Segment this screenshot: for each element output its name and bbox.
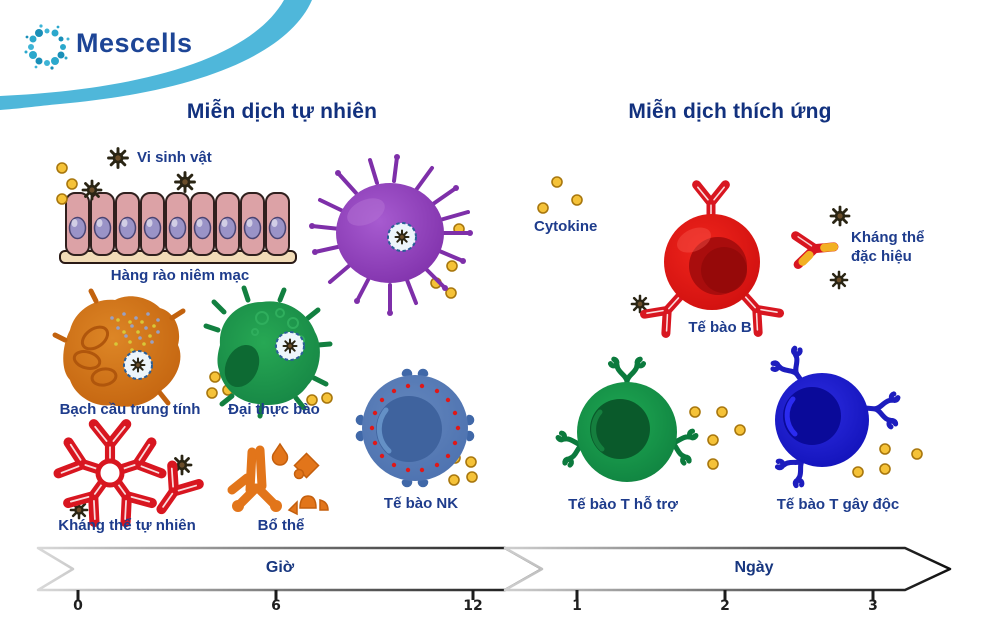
b-cell-icon: [644, 185, 779, 334]
timeline-hours-arrow: [36, 546, 544, 592]
mucosal-barrier-icon: [59, 192, 297, 264]
timeline: [36, 546, 952, 600]
natural-antibody-icon: [59, 424, 199, 522]
header-swoosh: [0, 0, 312, 110]
timeline-days-arrow: [503, 546, 952, 592]
timeline-ticks: [76, 590, 875, 600]
cytotoxic-t-cell-icon: [770, 346, 898, 488]
macrophage-icon: [203, 285, 333, 419]
helper-t-cell-icon: [557, 359, 697, 482]
logo-mark-icon: [24, 24, 70, 70]
complement-icon: [227, 442, 329, 516]
specific-antibody-icon: [791, 231, 839, 269]
nk-cell-icon: [358, 371, 472, 485]
neutrophil-icon: [52, 288, 186, 407]
dendritic-cell-icon: [309, 154, 473, 316]
